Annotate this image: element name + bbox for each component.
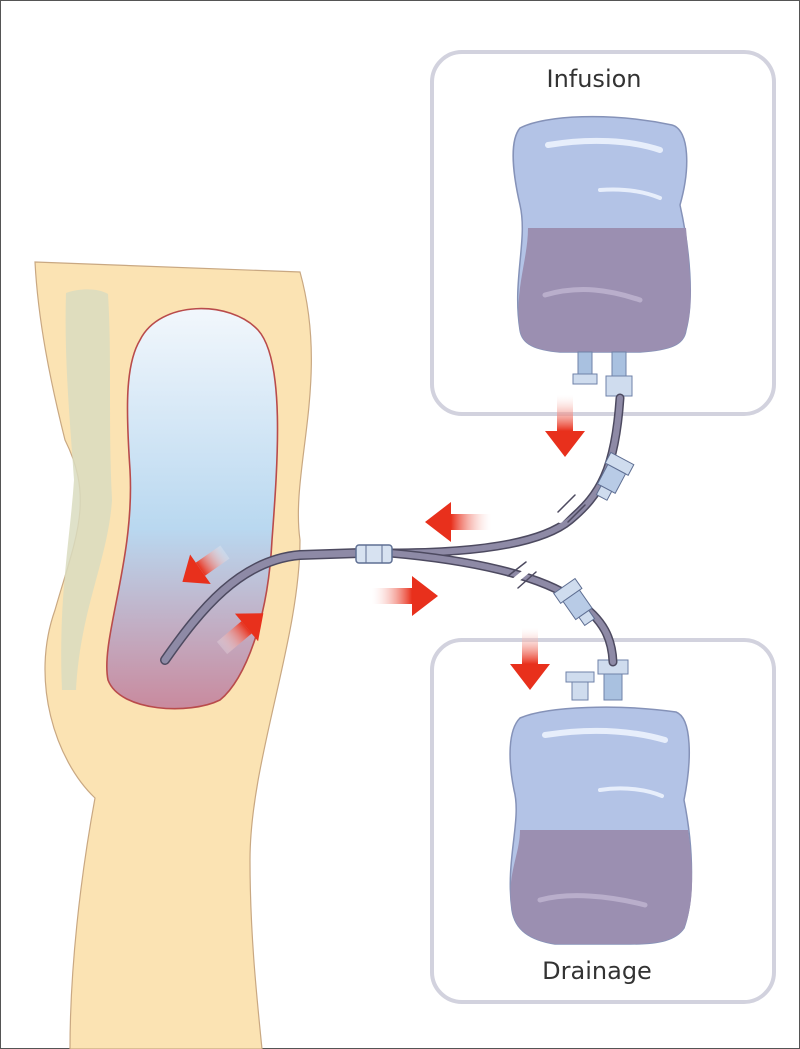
infusion-label: Infusion — [546, 65, 641, 93]
pleural-cavity — [106, 307, 279, 710]
arrow-cavity-out — [182, 545, 230, 584]
flow-arrows — [182, 395, 585, 690]
arrow-flow-left — [425, 502, 491, 542]
spine-band — [61, 289, 112, 690]
arrow-drainage-down — [510, 628, 550, 690]
infusion-luer-fitting — [595, 451, 635, 501]
arrow-cavity-in — [216, 613, 264, 655]
drainage-bag — [509, 659, 693, 945]
infusion-bag — [512, 115, 691, 397]
arrow-infusion-down — [545, 395, 585, 457]
drainage-label: Drainage — [542, 957, 652, 985]
drainage-luer-fitting — [553, 577, 596, 627]
drainage-bag-fluid — [510, 830, 693, 944]
arrow-flow-right — [372, 576, 438, 616]
y-connector — [355, 544, 393, 564]
